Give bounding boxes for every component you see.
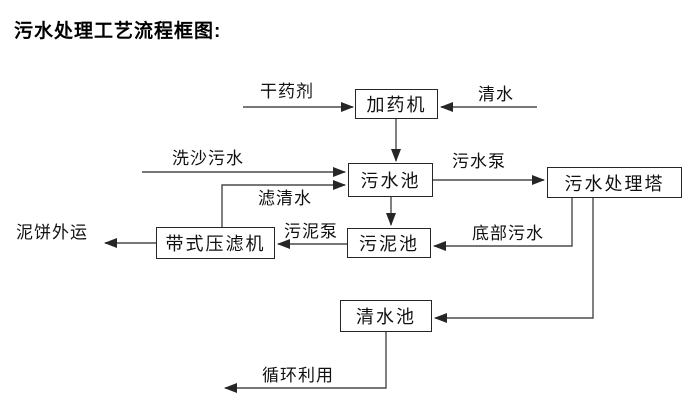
edge-label-dry-chemical: 干药剂 xyxy=(260,82,314,101)
node-sewage-pool: 污水池 xyxy=(348,163,433,197)
edge-recycle xyxy=(224,332,387,393)
node-belt-filter-press: 带式压滤机 xyxy=(156,227,275,259)
edge-label-mud-cake-out: 泥饼外运 xyxy=(16,223,88,242)
node-sludge-pool: 污泥池 xyxy=(347,228,431,258)
edge-label-clean-water: 清水 xyxy=(478,85,514,104)
node-dosing-machine: 加药机 xyxy=(355,89,438,119)
node-clean-water-pool: 清水池 xyxy=(340,300,432,332)
edge-label-sand-wash-sewage: 洗沙污水 xyxy=(172,149,244,168)
edge-label-recycle: 循环利用 xyxy=(262,366,334,385)
edge-filtered-water xyxy=(221,180,346,227)
edge-label-sewage-pump: 污水泵 xyxy=(452,152,506,171)
edge-bottom-sewage xyxy=(433,198,573,251)
edge-tower-to-cleanwater xyxy=(434,198,594,323)
page-title: 污水处理工艺流程框图: xyxy=(14,21,222,42)
node-treatment-tower: 污水处理塔 xyxy=(547,167,682,198)
edge-label-filtered-water: 滤清水 xyxy=(258,189,312,208)
edge-label-bottom-sewage: 底部污水 xyxy=(472,224,544,243)
edge-label-sludge-pump: 污泥泵 xyxy=(284,222,338,241)
